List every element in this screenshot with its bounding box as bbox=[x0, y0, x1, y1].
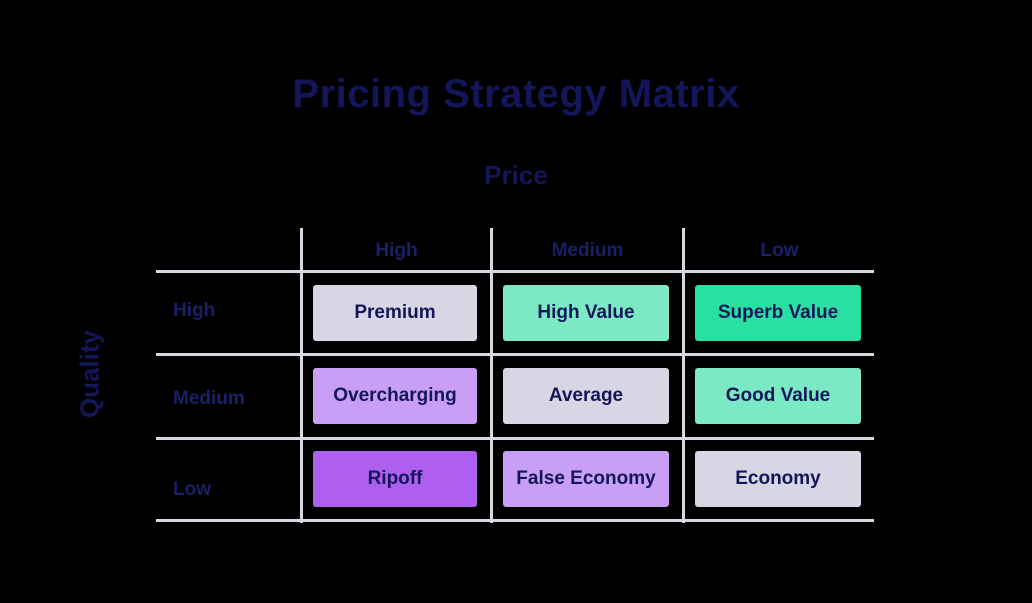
grid-line-horizontal-3 bbox=[156, 437, 874, 440]
cell-average: Average bbox=[503, 368, 669, 424]
cell-overcharging: Overcharging bbox=[313, 368, 477, 424]
price-axis-label: Price bbox=[484, 160, 548, 190]
column-header-price-medium: Medium bbox=[551, 240, 624, 261]
row-header-quality-low: Low bbox=[173, 479, 211, 500]
row-header-quality-high: High bbox=[173, 300, 216, 321]
cell-ripoff: Ripoff bbox=[313, 451, 477, 507]
cell-superb-value: Superb Value bbox=[695, 285, 861, 341]
grid-line-vertical-1 bbox=[300, 228, 303, 523]
cell-good-value: Good Value bbox=[695, 368, 861, 424]
column-header-price-high: High bbox=[375, 240, 418, 261]
grid-line-vertical-2 bbox=[490, 228, 493, 523]
column-header-price-low: Low bbox=[760, 240, 799, 261]
cell-premium: Premium bbox=[313, 285, 477, 341]
cell-high-value: High Value bbox=[503, 285, 669, 341]
row-header-quality-medium: Medium bbox=[173, 388, 245, 409]
grid-line-vertical-3 bbox=[682, 228, 685, 523]
grid-line-horizontal-4 bbox=[156, 519, 874, 522]
grid-line-horizontal-1 bbox=[156, 270, 874, 273]
cell-false-economy: False Economy bbox=[503, 451, 669, 507]
cell-economy: Economy bbox=[695, 451, 861, 507]
matrix-grid: High Medium Low High Medium Low Premium … bbox=[156, 228, 874, 523]
quality-axis-label: Quality bbox=[74, 329, 105, 419]
grid-line-horizontal-2 bbox=[156, 353, 874, 356]
chart-title: Pricing Strategy Matrix bbox=[292, 72, 740, 116]
